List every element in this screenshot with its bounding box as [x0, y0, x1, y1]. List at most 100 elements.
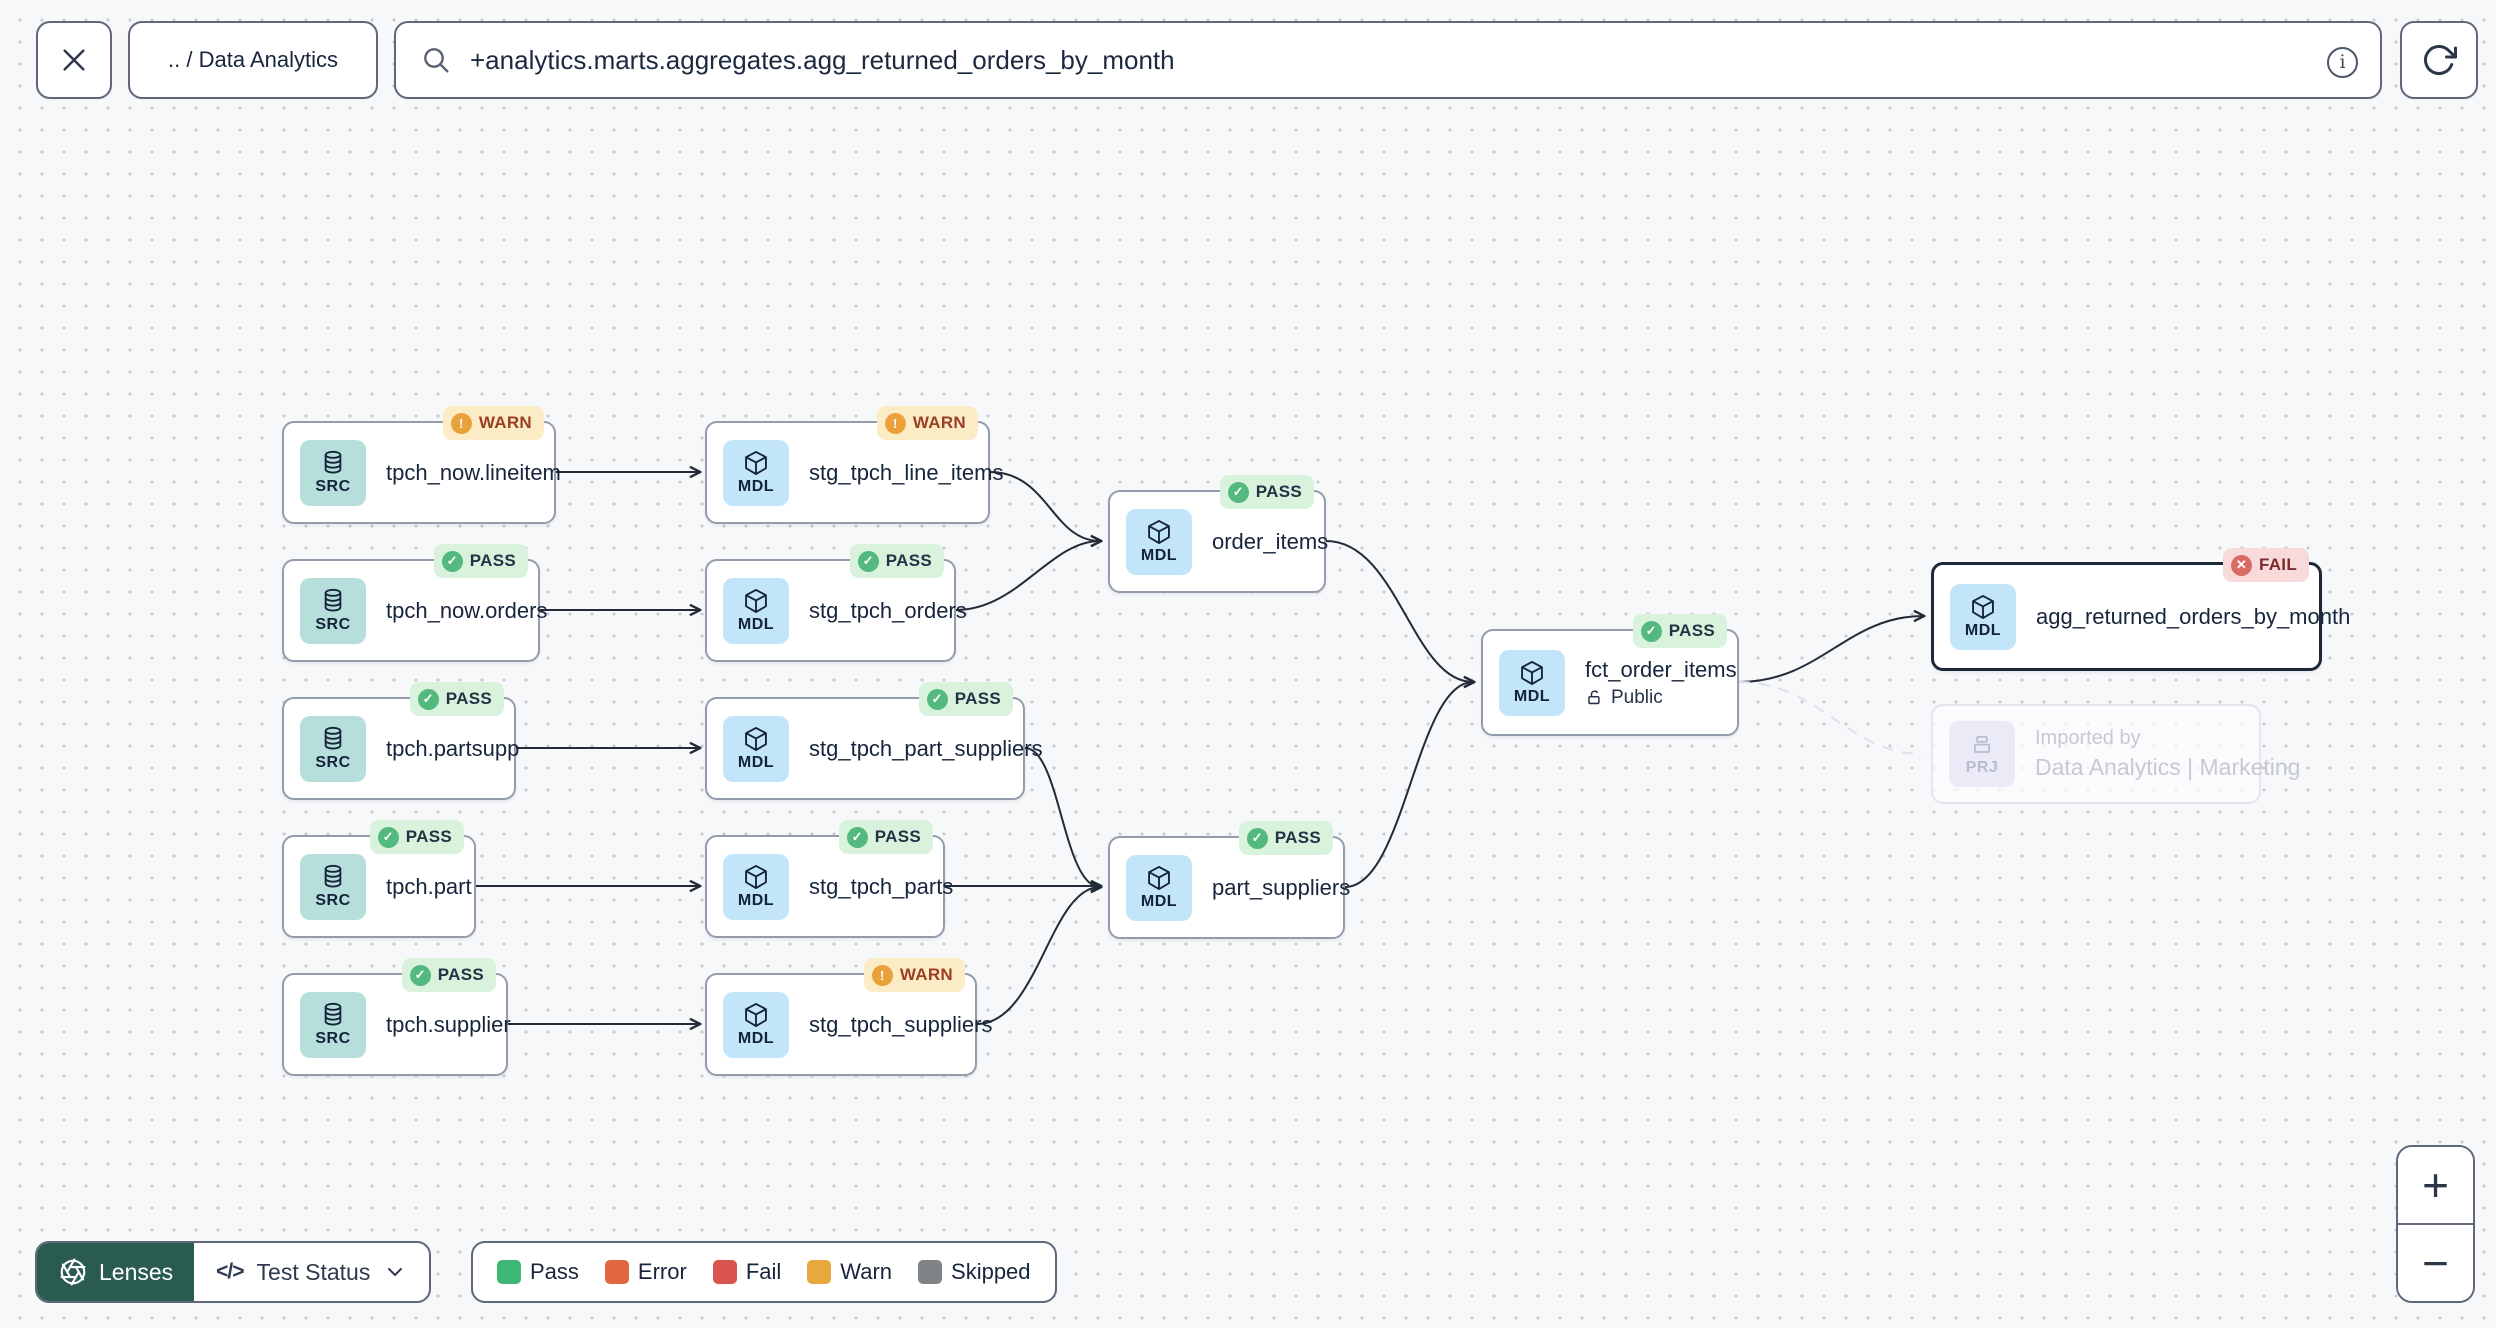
- zoom-out-button[interactable]: −: [2398, 1223, 2473, 1301]
- check-icon: ✓: [846, 826, 868, 848]
- node-tpch_now-orders[interactable]: ✓PASS SRC tpch_now.orders: [282, 544, 547, 662]
- legend-item-pass: Pass: [497, 1259, 579, 1285]
- model-icon: MDL: [1126, 508, 1192, 575]
- node-label: tpch.supplier: [386, 1011, 511, 1037]
- node-label: part_suppliers: [1212, 874, 1351, 900]
- cube-icon: [1148, 519, 1170, 545]
- pass-swatch: [497, 1260, 521, 1284]
- node-label: tpch.partsupp: [386, 735, 520, 761]
- cube-icon: [745, 450, 767, 476]
- cube-icon: [1972, 594, 1994, 620]
- boxes-icon: [1974, 735, 1990, 753]
- status-badge: ✓PASS: [433, 544, 528, 578]
- lock-open-icon: [1588, 690, 1600, 705]
- database-icon: [324, 864, 342, 888]
- model-icon: MDL: [723, 577, 789, 644]
- legend-item-skipped: Skipped: [918, 1259, 1031, 1285]
- warn-icon: !: [871, 964, 893, 986]
- refresh-icon: [2424, 45, 2457, 75]
- aperture-icon: [60, 1258, 86, 1286]
- plus-icon: +: [2422, 1159, 2449, 1211]
- status-badge: ✓PASS: [409, 682, 504, 716]
- close-button[interactable]: [36, 21, 112, 99]
- cube-icon: [745, 864, 767, 890]
- test-status-legend: Pass Error Fail Warn Skipped: [471, 1241, 1057, 1303]
- model-icon: MDL: [723, 715, 789, 782]
- cube-icon: [745, 588, 767, 614]
- model-icon: MDL: [723, 853, 789, 920]
- node-stg_tpch_part_suppliers[interactable]: ✓PASS MDL stg_tpch_part_suppliers: [705, 682, 1043, 800]
- lens-selector[interactable]: </> Test Status: [194, 1243, 429, 1301]
- lens-selector-label: Test Status: [256, 1258, 371, 1285]
- node-stg_tpch_parts[interactable]: ✓PASS MDL stg_tpch_parts: [705, 820, 953, 938]
- warn-icon: !: [884, 412, 906, 434]
- node-stg_tpch_line_items[interactable]: !WARN MDL stg_tpch_line_items: [705, 406, 1003, 524]
- fail-swatch: [712, 1260, 737, 1284]
- node-imported-by-project: PRJ Imported by Data Analytics | Marketi…: [1931, 704, 2300, 804]
- code-icon: </>: [216, 1260, 244, 1283]
- warn-swatch: [807, 1260, 832, 1284]
- node-label: stg_tpch_orders: [809, 597, 967, 623]
- breadcrumb-label: .. / Data Analytics: [168, 47, 338, 72]
- database-icon: [324, 1002, 342, 1026]
- node-tpch_now-lineitem[interactable]: !WARN SRC tpch_now.lineitem: [282, 406, 561, 524]
- cube-icon: [1521, 660, 1543, 686]
- search-input[interactable]: [470, 44, 2310, 76]
- node-label: tpch.part: [386, 873, 472, 899]
- node-order_items[interactable]: ✓PASS MDL order_items: [1108, 475, 1328, 593]
- breadcrumb[interactable]: .. / Data Analytics: [128, 21, 378, 99]
- skipped-swatch: [918, 1260, 943, 1284]
- node-part_suppliers[interactable]: ✓PASS MDL part_suppliers: [1108, 821, 1350, 939]
- check-icon: ✓: [409, 964, 431, 986]
- source-icon: SRC: [300, 853, 366, 920]
- node-label: tpch_now.orders: [386, 597, 548, 623]
- node-tpch-partsupp[interactable]: ✓PASS SRC tpch.partsupp: [282, 682, 520, 800]
- close-icon: [63, 49, 85, 71]
- legend-item-error: Error: [604, 1259, 687, 1285]
- model-icon: MDL: [1950, 583, 2016, 650]
- status-badge: !WARN: [863, 958, 965, 992]
- legend-item-fail: Fail: [712, 1259, 781, 1285]
- info-icon[interactable]: i: [2327, 47, 2358, 78]
- lenses-button[interactable]: Lenses: [37, 1243, 195, 1301]
- cube-icon: [1148, 865, 1170, 891]
- error-swatch: [604, 1260, 629, 1284]
- node-label: stg_tpch_suppliers: [809, 1011, 993, 1037]
- minus-icon: −: [2422, 1237, 2449, 1289]
- check-icon: ✓: [1246, 827, 1268, 849]
- node-tpch-supplier[interactable]: ✓PASS SRC tpch.supplier: [282, 958, 511, 1076]
- access-row: Public: [1585, 687, 1737, 709]
- warn-icon: !: [450, 412, 472, 434]
- status-badge: ✓PASS: [849, 544, 944, 578]
- cube-icon: [745, 726, 767, 752]
- imported-by-note: Imported by: [2035, 727, 2141, 749]
- node-fct_order_items[interactable]: ✓PASS MDL fct_order_items Public: [1481, 614, 1739, 736]
- status-badge: ✓PASS: [1219, 475, 1314, 509]
- node-stg_tpch_suppliers[interactable]: !WARN MDL stg_tpch_suppliers: [705, 958, 992, 1076]
- check-icon: ✓: [857, 550, 879, 572]
- node-label: tpch_now.lineitem: [386, 459, 561, 485]
- model-icon: MDL: [1499, 649, 1565, 716]
- lenses-control: Lenses </> Test Status: [35, 1241, 432, 1303]
- check-icon: ✓: [377, 826, 399, 848]
- status-badge: ✕FAIL: [2222, 548, 2309, 582]
- source-icon: SRC: [300, 577, 366, 644]
- node-agg_returned_orders_by_month[interactable]: ✕FAIL MDL agg_returned_orders_by_month: [1931, 548, 2350, 671]
- status-badge: ✓PASS: [369, 820, 464, 854]
- source-icon: SRC: [300, 991, 366, 1058]
- status-badge: ✓PASS: [918, 682, 1013, 716]
- status-badge: ✓PASS: [1632, 614, 1727, 648]
- refresh-button[interactable]: [2400, 21, 2478, 99]
- source-icon: SRC: [300, 439, 366, 506]
- model-icon: MDL: [723, 439, 789, 506]
- model-icon: MDL: [1126, 854, 1192, 921]
- node-tpch-part[interactable]: ✓PASS SRC tpch.part: [282, 820, 476, 938]
- node-label: Data Analytics | Marketing: [2035, 754, 2301, 780]
- search-bar[interactable]: i: [394, 21, 2382, 99]
- status-badge: ✓PASS: [838, 820, 933, 854]
- zoom-in-button[interactable]: +: [2398, 1147, 2473, 1223]
- chevron-down-icon: [388, 1268, 403, 1276]
- node-stg_tpch_orders[interactable]: ✓PASS MDL stg_tpch_orders: [705, 544, 967, 662]
- node-label: stg_tpch_parts: [809, 873, 954, 899]
